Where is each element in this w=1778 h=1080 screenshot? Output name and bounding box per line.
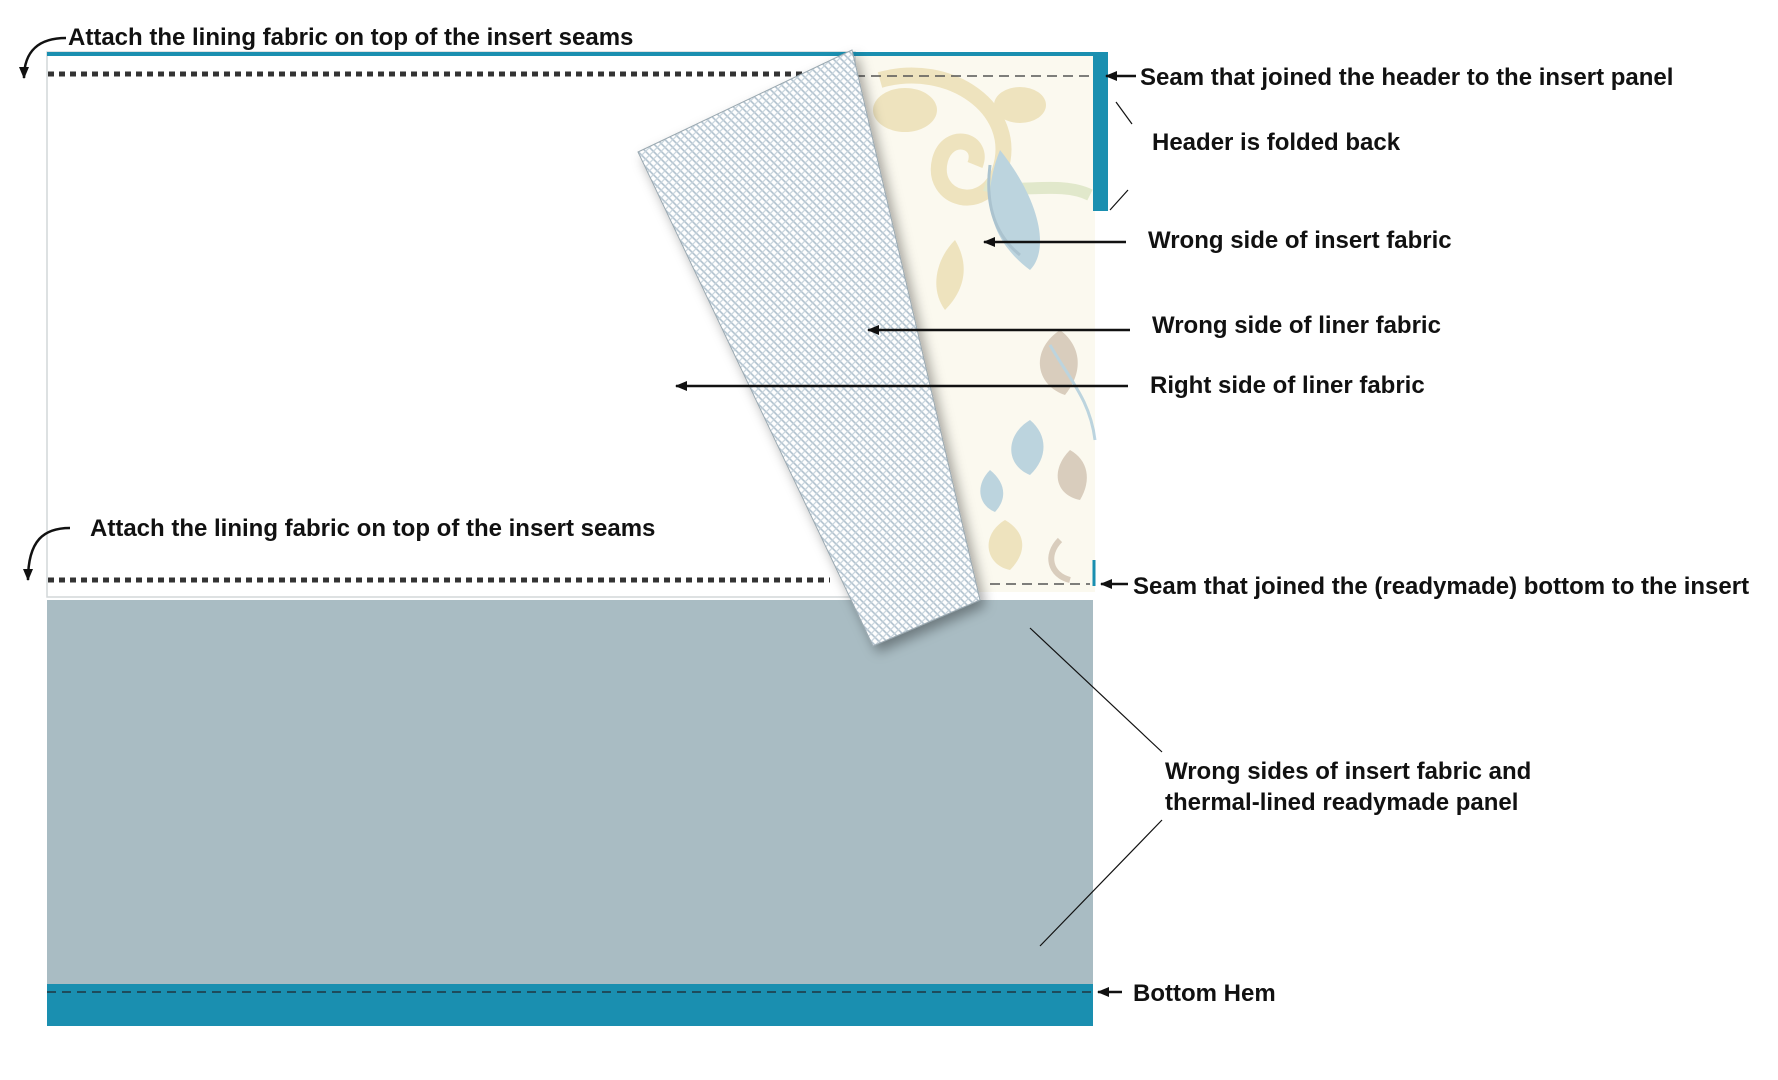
bottom-hem-band — [47, 984, 1093, 1026]
curved-arrow-bottom — [23, 526, 71, 581]
leader-lines — [1029, 101, 1163, 947]
callout-arrows — [19, 36, 1136, 997]
label-bottom-hem: Bottom Hem — [1133, 980, 1276, 1007]
label-header-folded: Header is folded back — [1152, 129, 1401, 156]
header-folded-strip — [1093, 54, 1108, 211]
liner-wrong-side-flap — [637, 49, 981, 647]
label-wrong-liner: Wrong side of liner fabric — [1152, 312, 1441, 339]
labels: Attach the lining fabric on top of the i… — [68, 24, 1749, 1007]
label-seam-header: Seam that joined the header to the inser… — [1140, 64, 1673, 91]
label-right-liner: Right side of liner fabric — [1150, 372, 1425, 399]
label-wrong-sides-line1: Wrong sides of insert fabric and — [1165, 758, 1531, 785]
readymade-panel — [47, 600, 1093, 984]
label-wrong-insert: Wrong side of insert fabric — [1148, 227, 1452, 254]
label-seam-bottom: Seam that joined the (readymade) bottom … — [1133, 573, 1749, 600]
label-attach-bottom: Attach the lining fabric on top of the i… — [90, 515, 655, 542]
label-attach-top: Attach the lining fabric on top of the i… — [68, 24, 633, 51]
curved-arrow-top — [19, 36, 67, 79]
label-wrong-sides-line2: thermal-lined readymade panel — [1165, 789, 1518, 816]
